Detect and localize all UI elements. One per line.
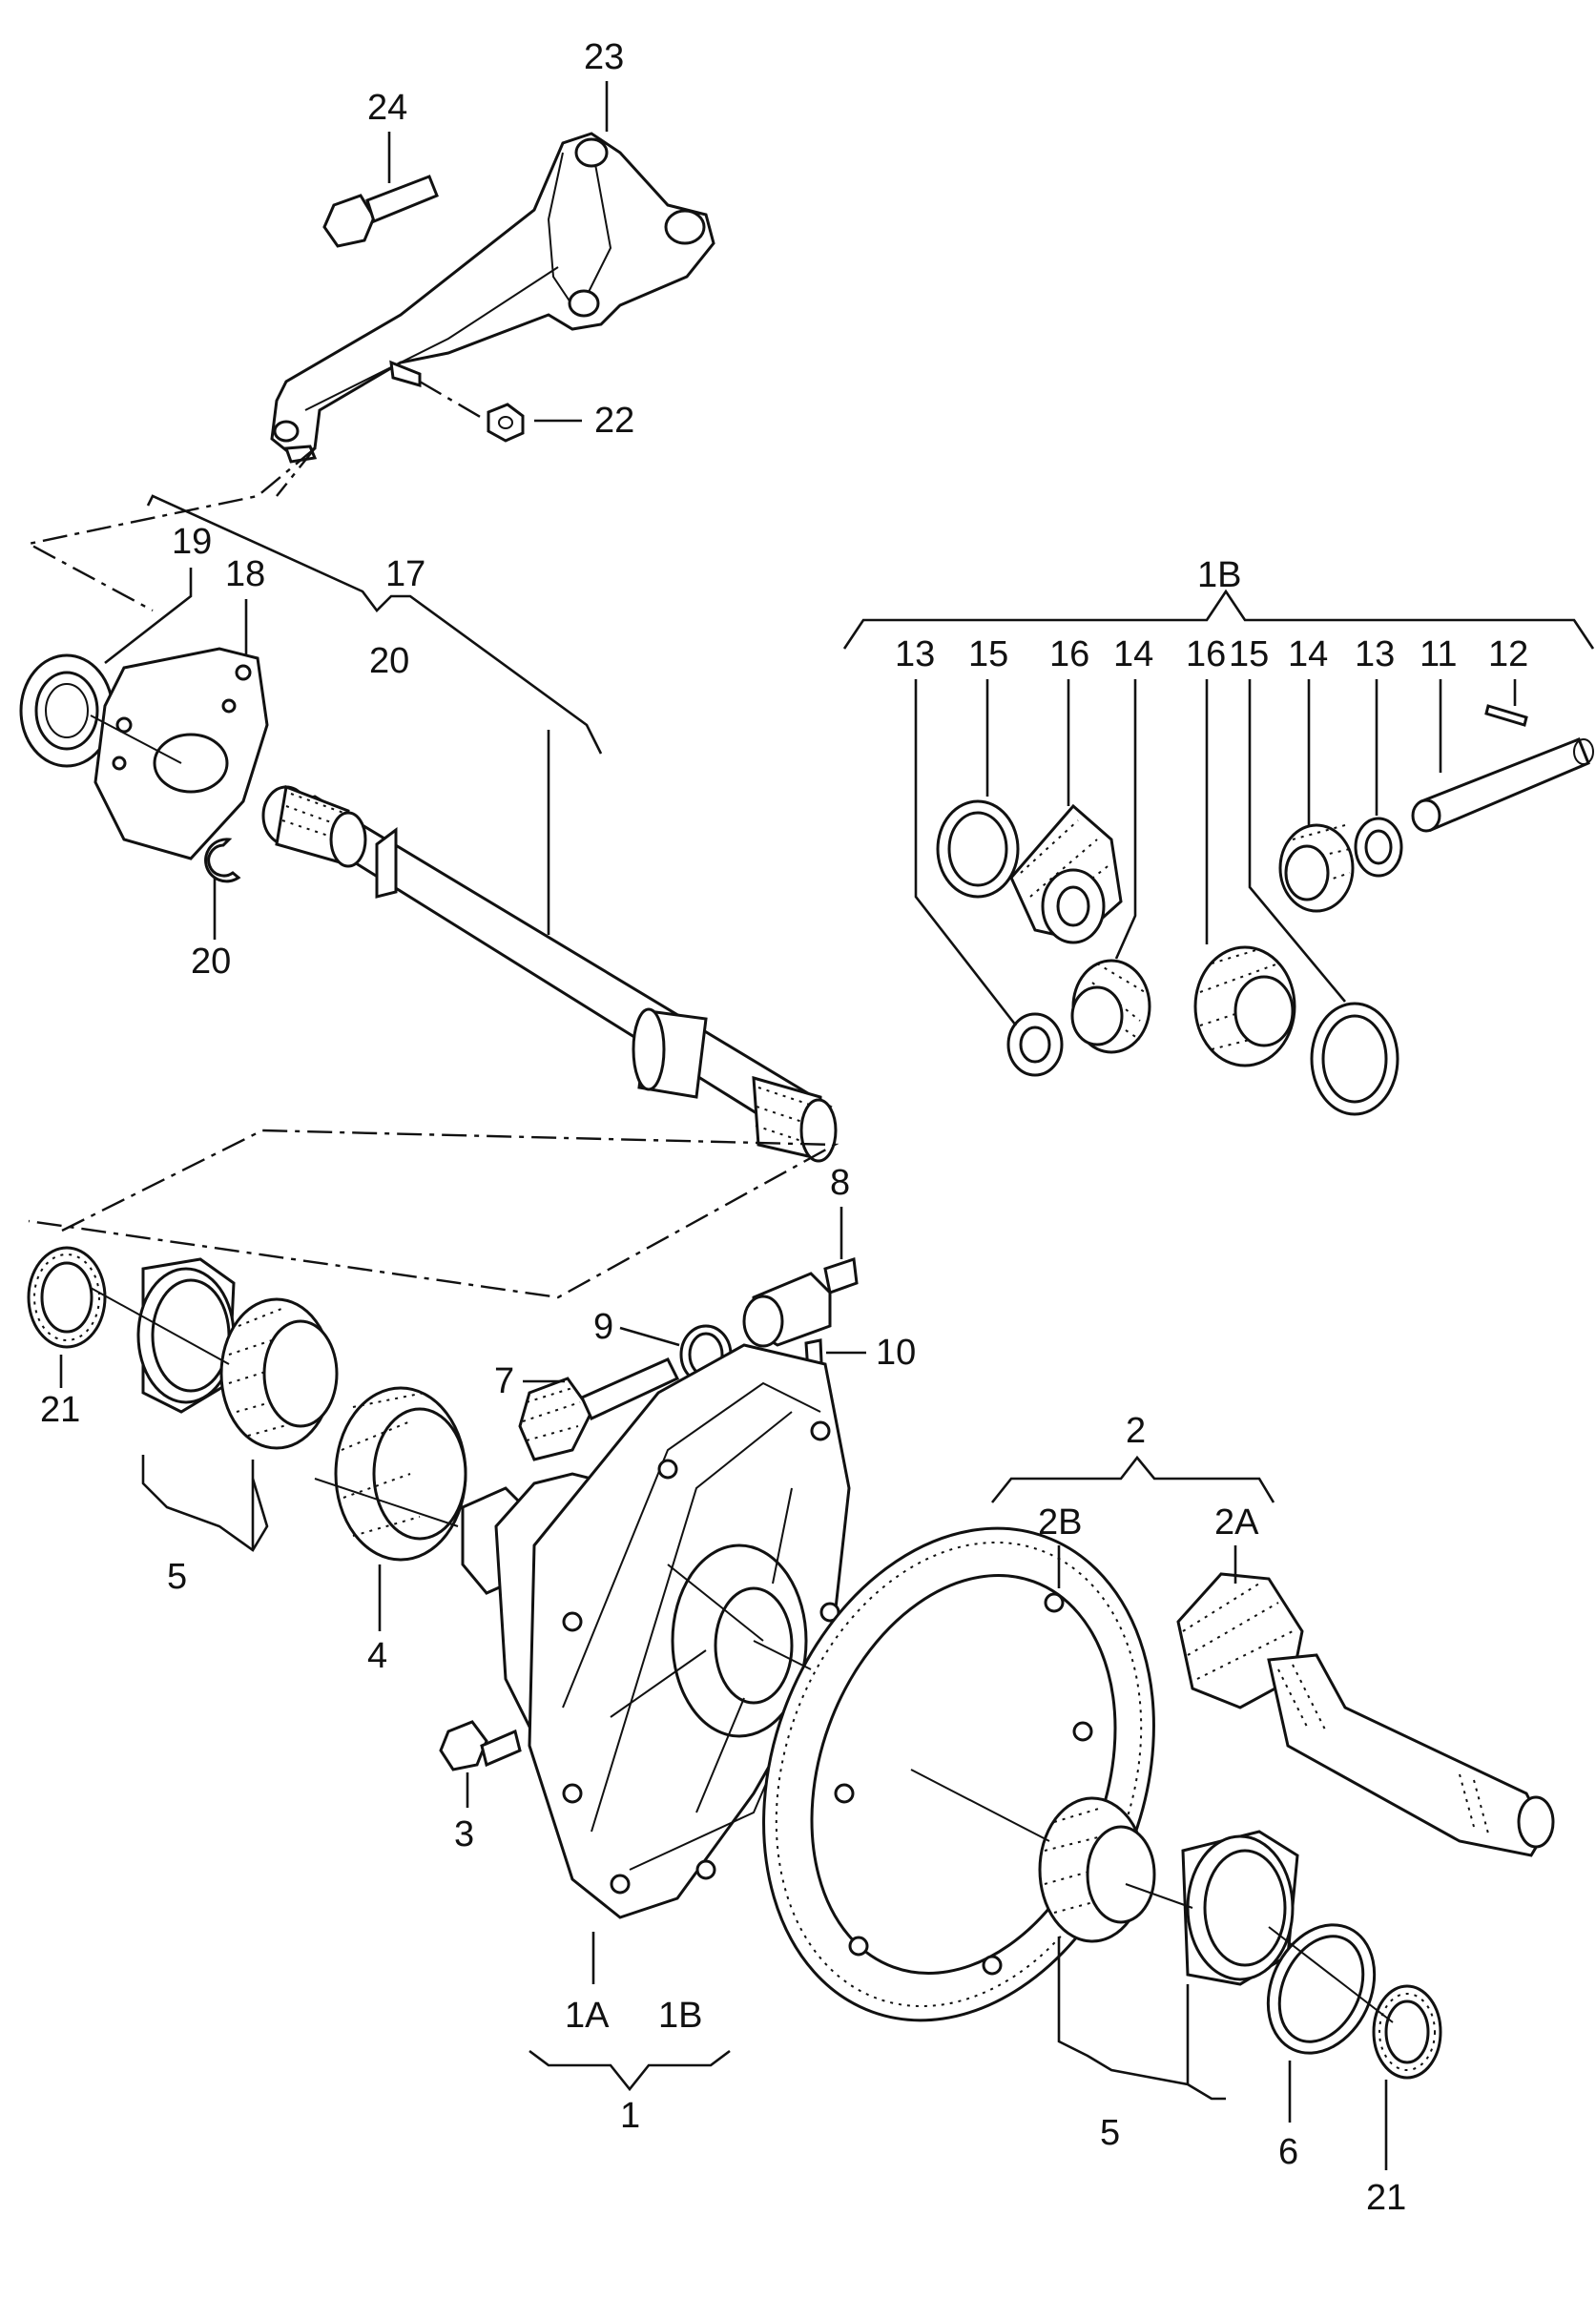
drive-shaft-17 bbox=[261, 784, 838, 1163]
label-1A: 1A bbox=[565, 1996, 610, 2036]
label-16-b: 16 bbox=[1186, 634, 1226, 674]
label-15-a: 15 bbox=[968, 634, 1008, 674]
label-5-right: 5 bbox=[1100, 2113, 1120, 2153]
bolt-24 bbox=[322, 175, 439, 248]
label-14-a: 14 bbox=[1113, 634, 1153, 674]
bearing-race-5-left bbox=[136, 1257, 236, 1414]
seal-21-right bbox=[1372, 1984, 1442, 2080]
seal-21-left bbox=[27, 1246, 107, 1349]
label-21-left: 21 bbox=[40, 1390, 80, 1430]
shim-15-a bbox=[936, 799, 1020, 899]
pin-11 bbox=[1411, 737, 1594, 833]
thrust-washer-13-b bbox=[1354, 817, 1403, 878]
brace-5-left bbox=[141, 1455, 269, 1552]
taper-bearing-5-right bbox=[1038, 1796, 1156, 1943]
label-12: 12 bbox=[1488, 634, 1528, 674]
nut-22 bbox=[487, 403, 525, 443]
mounting-bracket bbox=[270, 132, 715, 464]
label-20-top: 20 bbox=[369, 641, 409, 681]
label-20-bottom: 20 bbox=[191, 942, 231, 982]
thrust-washer-13-a bbox=[1006, 1012, 1064, 1077]
shim-6 bbox=[1266, 1923, 1377, 2055]
label-13-b: 13 bbox=[1355, 634, 1395, 674]
brace-1B-top bbox=[842, 589, 1595, 650]
pin-12 bbox=[1484, 704, 1528, 727]
label-18: 18 bbox=[225, 554, 265, 594]
bevel-gear-16-a bbox=[1009, 803, 1123, 944]
bearing-race-5-right bbox=[1181, 1830, 1299, 1986]
bevel-gear-16-b bbox=[1193, 945, 1296, 1067]
speedo-drive-8 bbox=[742, 1256, 859, 1348]
brace-17 bbox=[146, 494, 603, 755]
taper-bearing-5-left bbox=[219, 1297, 339, 1450]
bolt-3 bbox=[439, 1720, 522, 1771]
label-19: 19 bbox=[172, 522, 212, 562]
label-1: 1 bbox=[620, 2096, 640, 2136]
assembly-line-bracket bbox=[25, 447, 316, 612]
label-11: 11 bbox=[1420, 634, 1457, 674]
label-8: 8 bbox=[830, 1163, 850, 1203]
label-4: 4 bbox=[367, 1636, 387, 1676]
differential-housing-1A bbox=[461, 1343, 851, 1919]
label-2B: 2B bbox=[1038, 1502, 1082, 1543]
label-5-left: 5 bbox=[167, 1557, 187, 1597]
label-17: 17 bbox=[385, 554, 425, 594]
brace-2 bbox=[990, 1455, 1275, 1503]
flange-plate-18 bbox=[93, 647, 269, 860]
label-13-a: 13 bbox=[895, 634, 935, 674]
pinion-shaft-7 bbox=[518, 1357, 680, 1461]
label-2A: 2A bbox=[1214, 1502, 1259, 1543]
brace-1 bbox=[529, 2049, 731, 2092]
label-3: 3 bbox=[454, 1814, 474, 1854]
label-22: 22 bbox=[594, 401, 634, 441]
label-21-right: 21 bbox=[1366, 2178, 1406, 2218]
label-9: 9 bbox=[593, 1307, 613, 1347]
label-1B-bottom: 1B bbox=[658, 1996, 702, 2036]
label-16-a: 16 bbox=[1049, 634, 1089, 674]
tone-ring-4 bbox=[334, 1386, 467, 1562]
label-7: 7 bbox=[494, 1361, 514, 1401]
shim-15-b bbox=[1310, 1002, 1399, 1116]
label-1B-top: 1B bbox=[1197, 555, 1241, 595]
label-15-b: 15 bbox=[1229, 634, 1269, 674]
pinion-gear-14-b bbox=[1278, 823, 1355, 913]
label-2: 2 bbox=[1126, 1411, 1146, 1451]
circlip-20 bbox=[204, 838, 241, 883]
assembly-line-lower bbox=[28, 1129, 839, 1299]
pinion-gear-14-a bbox=[1070, 959, 1151, 1054]
pinion-shaft-2A bbox=[1176, 1572, 1555, 1857]
seal-19 bbox=[19, 653, 114, 768]
brace-5-right bbox=[1057, 1937, 1226, 2101]
label-23: 23 bbox=[584, 37, 624, 77]
label-14-b: 14 bbox=[1288, 634, 1328, 674]
label-24: 24 bbox=[367, 88, 407, 128]
label-10: 10 bbox=[876, 1333, 916, 1373]
label-6: 6 bbox=[1278, 2132, 1298, 2172]
